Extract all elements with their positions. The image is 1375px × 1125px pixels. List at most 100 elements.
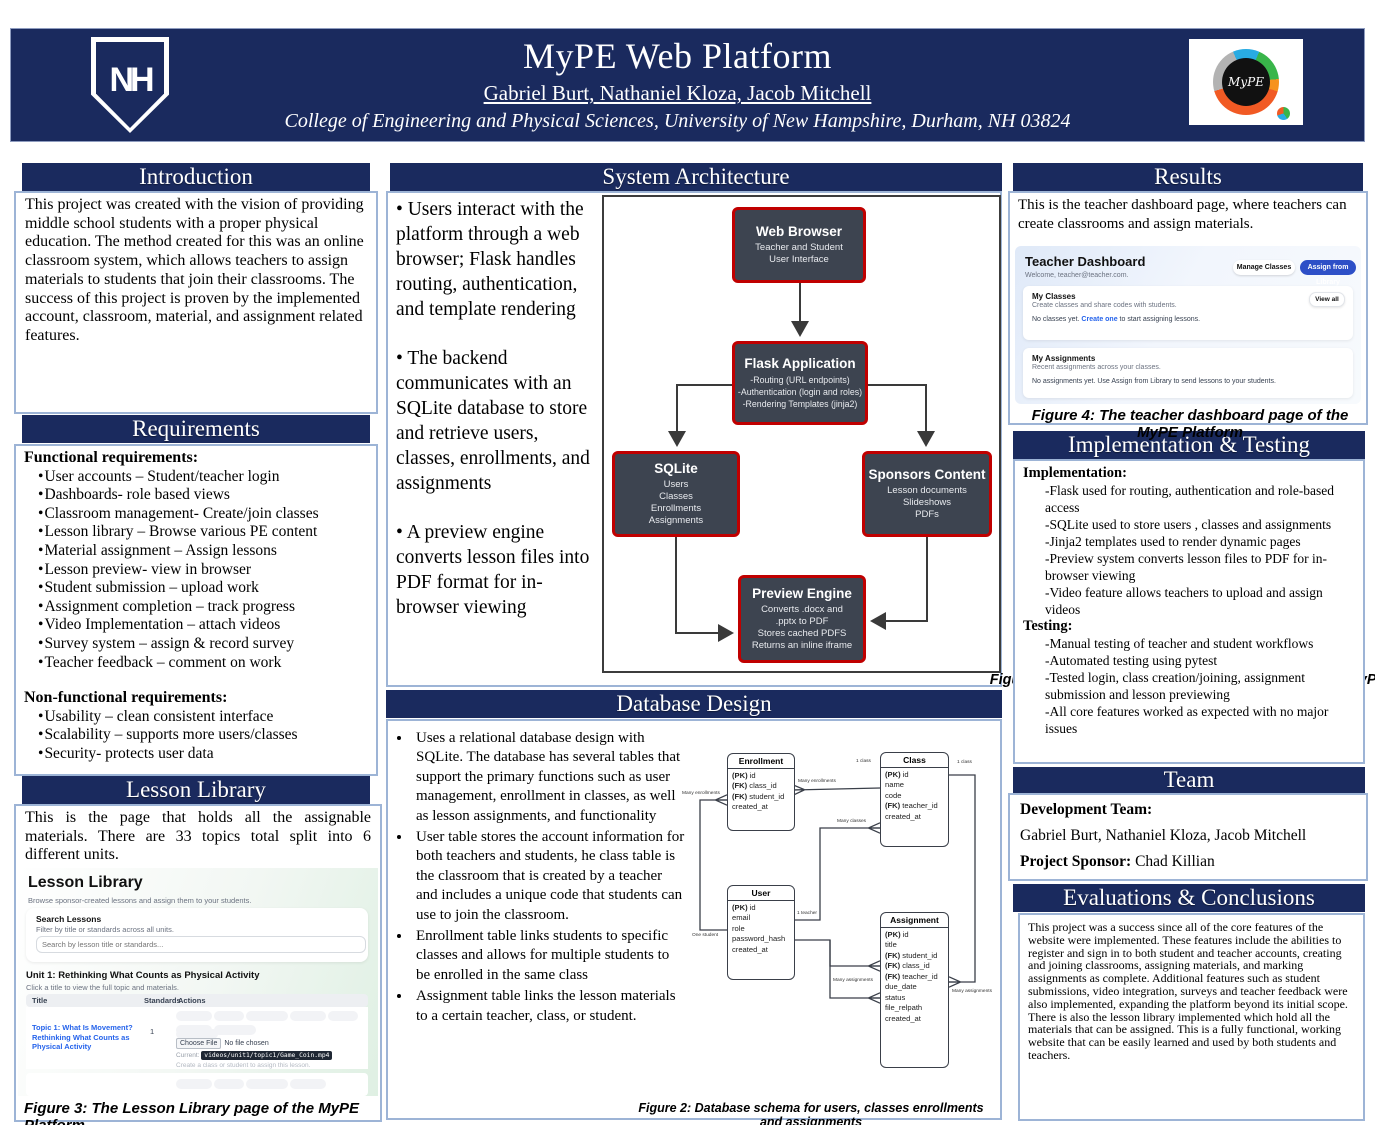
assign-from-library-button[interactable]: Assign from Library [1300,260,1356,286]
section-header-database-design: Database Design [386,690,1002,718]
team-box: Development Team: Gabriel Burt, Nathanie… [1008,793,1368,881]
globe-icon [1276,106,1291,121]
node-line: -Authentication (login and roles) [737,387,863,397]
node-line: Teacher and Student [755,242,843,253]
relation-label: Many classes [837,819,867,824]
assign-hint-text: Create a class or student to assign this… [176,1062,311,1069]
functional-requirements-list: User accounts – Student/teacher login Da… [24,468,368,673]
node-line: .pptx to PDF [775,616,829,627]
entity-enrollment: Enrollment (PK) id (FK) class_id (FK) st… [727,753,795,831]
bullet: The backend communicates with an SQLite … [396,346,602,496]
action-pill[interactable] [246,1079,288,1089]
choose-file-button[interactable]: Choose File [176,1038,222,1049]
list-item: Assignment completion – track progress [38,598,368,617]
node-line: Assignments [648,515,704,526]
dashboard-title: Teacher Dashboard [1025,254,1146,269]
unh-shield-logo: NH [91,37,169,133]
list-item: Security- protects user data [38,745,368,764]
lesson-table-row: Topic 1: What Is Movement? Rethinking Wh… [26,1007,368,1069]
lesson-library-text: This is the page that holds all the assi… [25,809,371,863]
action-pill[interactable] [176,1025,212,1035]
mype-logo-core: MyPE [1222,58,1270,106]
functional-requirements-heading: Functional requirements: [24,449,199,466]
list-item: Usability – clean consistent interface [38,708,368,727]
action-pill[interactable] [328,1011,358,1021]
node-line: Returns an inline iframe [751,640,853,651]
card-title: My Classes [1032,292,1076,301]
search-card-title: Search Lessons [36,914,102,924]
card-subtitle: Recent assignments across your classes. [1032,364,1161,371]
list-item: User accounts – Student/teacher login [38,468,368,487]
mype-logo: MyPE [1189,39,1303,125]
manage-classes-button[interactable]: Manage Classes [1233,260,1295,275]
current-file-line: Current: videos/unit1/topic1/Game_Coin.m… [176,1051,333,1060]
no-file-label: No file chosen [224,1040,269,1047]
dashboard-welcome-text: Welcome, teacher@teacher.com. [1025,272,1129,279]
node-line: Converts .docx and [761,604,843,615]
action-pill[interactable] [246,1011,288,1021]
search-lessons-card: Search Lessons Filter by title or standa… [26,908,368,962]
node-flask-application: Flask Application -Routing (URL endpoint… [732,341,868,425]
list-item: Survey system – assign & record survey [38,635,368,654]
lesson-table-header: Title Standards Actions [26,994,368,1007]
node-title: Web Browser [755,224,843,239]
node-sqlite: SQLite Users Classes Enrollments Assignm… [612,451,740,537]
mype-logo-ring: MyPE [1213,49,1279,115]
action-pill[interactable] [290,1011,326,1021]
list-item: -All core features worked as expected wi… [1045,704,1329,736]
entity-title: Assignment [881,913,948,928]
node-line: -Rendering Templates (jinja2) [742,399,858,409]
entity-title: User [728,886,794,901]
figure4-caption: Figure 4: The teacher dashboard page of … [1031,407,1349,441]
architecture-diagram: Web Browser Teacher and Student User Int… [602,195,1001,673]
poster-affiliation: College of Engineering and Physical Scie… [284,110,1071,132]
topic-link[interactable]: Topic 1: What Is Movement? Rethinking Wh… [32,1023,133,1051]
node-line: Stores cached PDFS [757,628,847,639]
node-line: -Routing (URL endpoints) [750,375,850,385]
relation-label: 1 class [957,760,972,765]
section-header-introduction: Introduction [22,163,370,191]
entity-title: Enrollment [728,754,794,769]
action-pill-row [176,1025,366,1043]
list-item: -Flask used for routing, authentication … [1045,483,1335,515]
card-title: My Assignments [1032,354,1096,363]
view-all-button[interactable]: View all [1309,292,1345,307]
list-item: Scalability – supports more users/classe… [38,726,368,745]
node-line: Enrollments [650,503,702,514]
search-input[interactable] [36,936,366,953]
create-one-link[interactable]: Create one [1081,316,1118,323]
action-pill[interactable] [214,1011,244,1021]
list-item: -Video feature allows teachers to upload… [1045,585,1323,617]
list-item: Teacher feedback – comment on work [38,654,368,673]
list-item: Classroom management- Create/join classe… [38,505,368,524]
bullet: Enrollment table links students to speci… [412,927,686,985]
list-item: Lesson library – Browse various PE conte… [38,523,368,542]
action-pill[interactable] [290,1079,326,1089]
card-empty-state: No classes yet. Create one to start assi… [1032,316,1201,323]
action-pill[interactable] [176,1079,212,1089]
implementation-heading: Implementation: [1023,465,1127,481]
nonfunctional-requirements-list: Usability – clean consistent interface S… [24,708,368,764]
section-header-evaluations: Evaluations & Conclusions [1013,884,1365,912]
requirements-box: Functional requirements: User accounts –… [14,444,378,776]
node-line: PDFs [915,509,939,520]
sponsor-name: Chad Killian [1131,853,1215,870]
search-card-subtitle: Filter by title or standards across all … [36,925,174,934]
action-pill[interactable] [214,1025,256,1035]
relation-label: 1 class [856,759,871,764]
node-preview-engine: Preview Engine Converts .docx and .pptx … [738,575,866,663]
header-band: NH MyPE Web Platform Gabriel Burt, Natha… [10,28,1365,142]
action-pill[interactable] [214,1079,244,1089]
list-item: -Automated testing using pytest [1045,653,1218,668]
teacher-dashboard-screenshot: Teacher Dashboard Welcome, teacher@teach… [1015,246,1361,404]
node-line: Slideshows [902,497,952,508]
column-standards: Standards [144,996,181,1005]
list-item: -Preview system converts lesson files to… [1045,551,1327,583]
list-item: -SQLite used to store users , classes an… [1045,517,1332,532]
action-pill[interactable] [176,1011,212,1021]
column-actions: Actions [178,996,206,1005]
list-item: Student submission – upload work [38,579,368,598]
app-page-title: Lesson Library [28,874,143,891]
relation-label: One student [692,933,719,938]
